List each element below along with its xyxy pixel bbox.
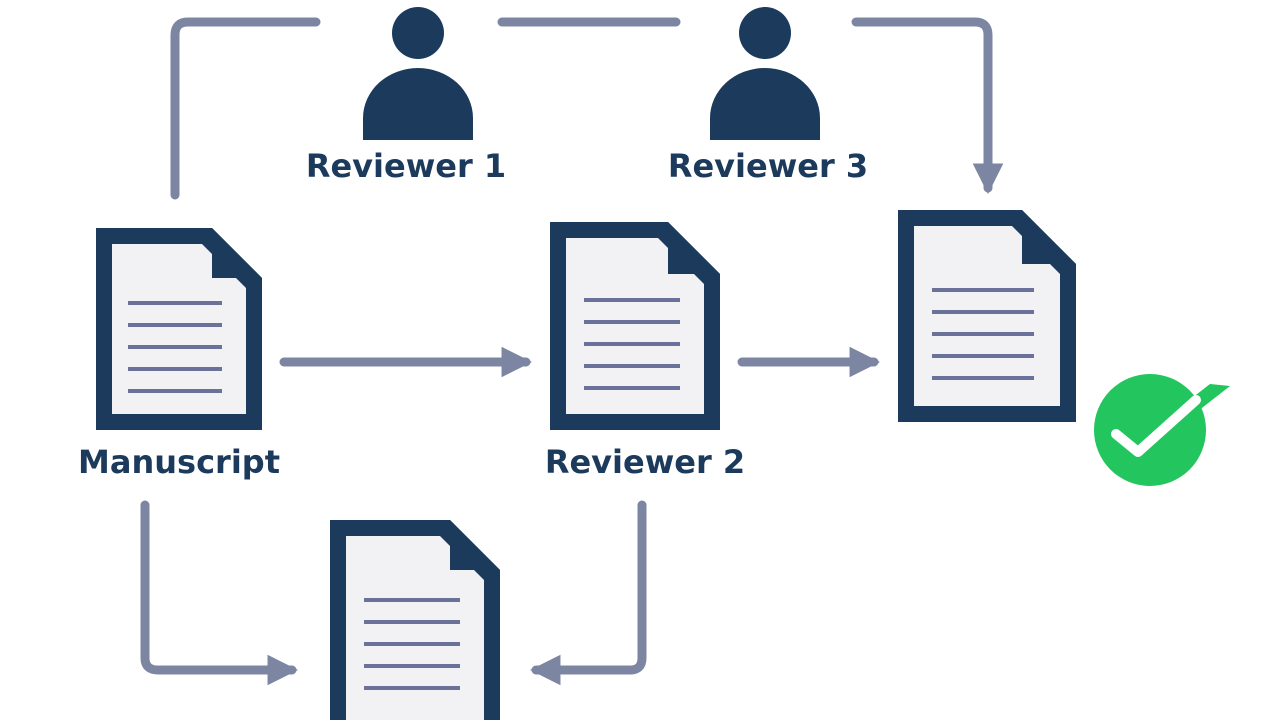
reviewer-2-label: Reviewer 2 <box>544 443 746 481</box>
revision-document-icon <box>330 520 500 724</box>
arrow-reviewer2-to-revision <box>529 500 647 686</box>
connector-manuscript-to-top <box>170 17 321 200</box>
reviewer-1-person-icon <box>363 7 473 140</box>
final-document-icon <box>898 210 1076 422</box>
manuscript-label: Manuscript <box>78 443 280 481</box>
arrow-top-to-final <box>851 17 1004 195</box>
reviewer-1-label: Reviewer 1 <box>305 147 507 185</box>
reviewer-2-document-icon <box>550 222 720 430</box>
approved-checkmark-icon <box>1094 374 1230 486</box>
arrow-manuscript-to-revision <box>140 500 299 686</box>
reviewer-3-label: Reviewer 3 <box>667 147 869 185</box>
manuscript-document-icon <box>96 228 262 430</box>
reviewer-3-person-icon <box>710 7 820 140</box>
